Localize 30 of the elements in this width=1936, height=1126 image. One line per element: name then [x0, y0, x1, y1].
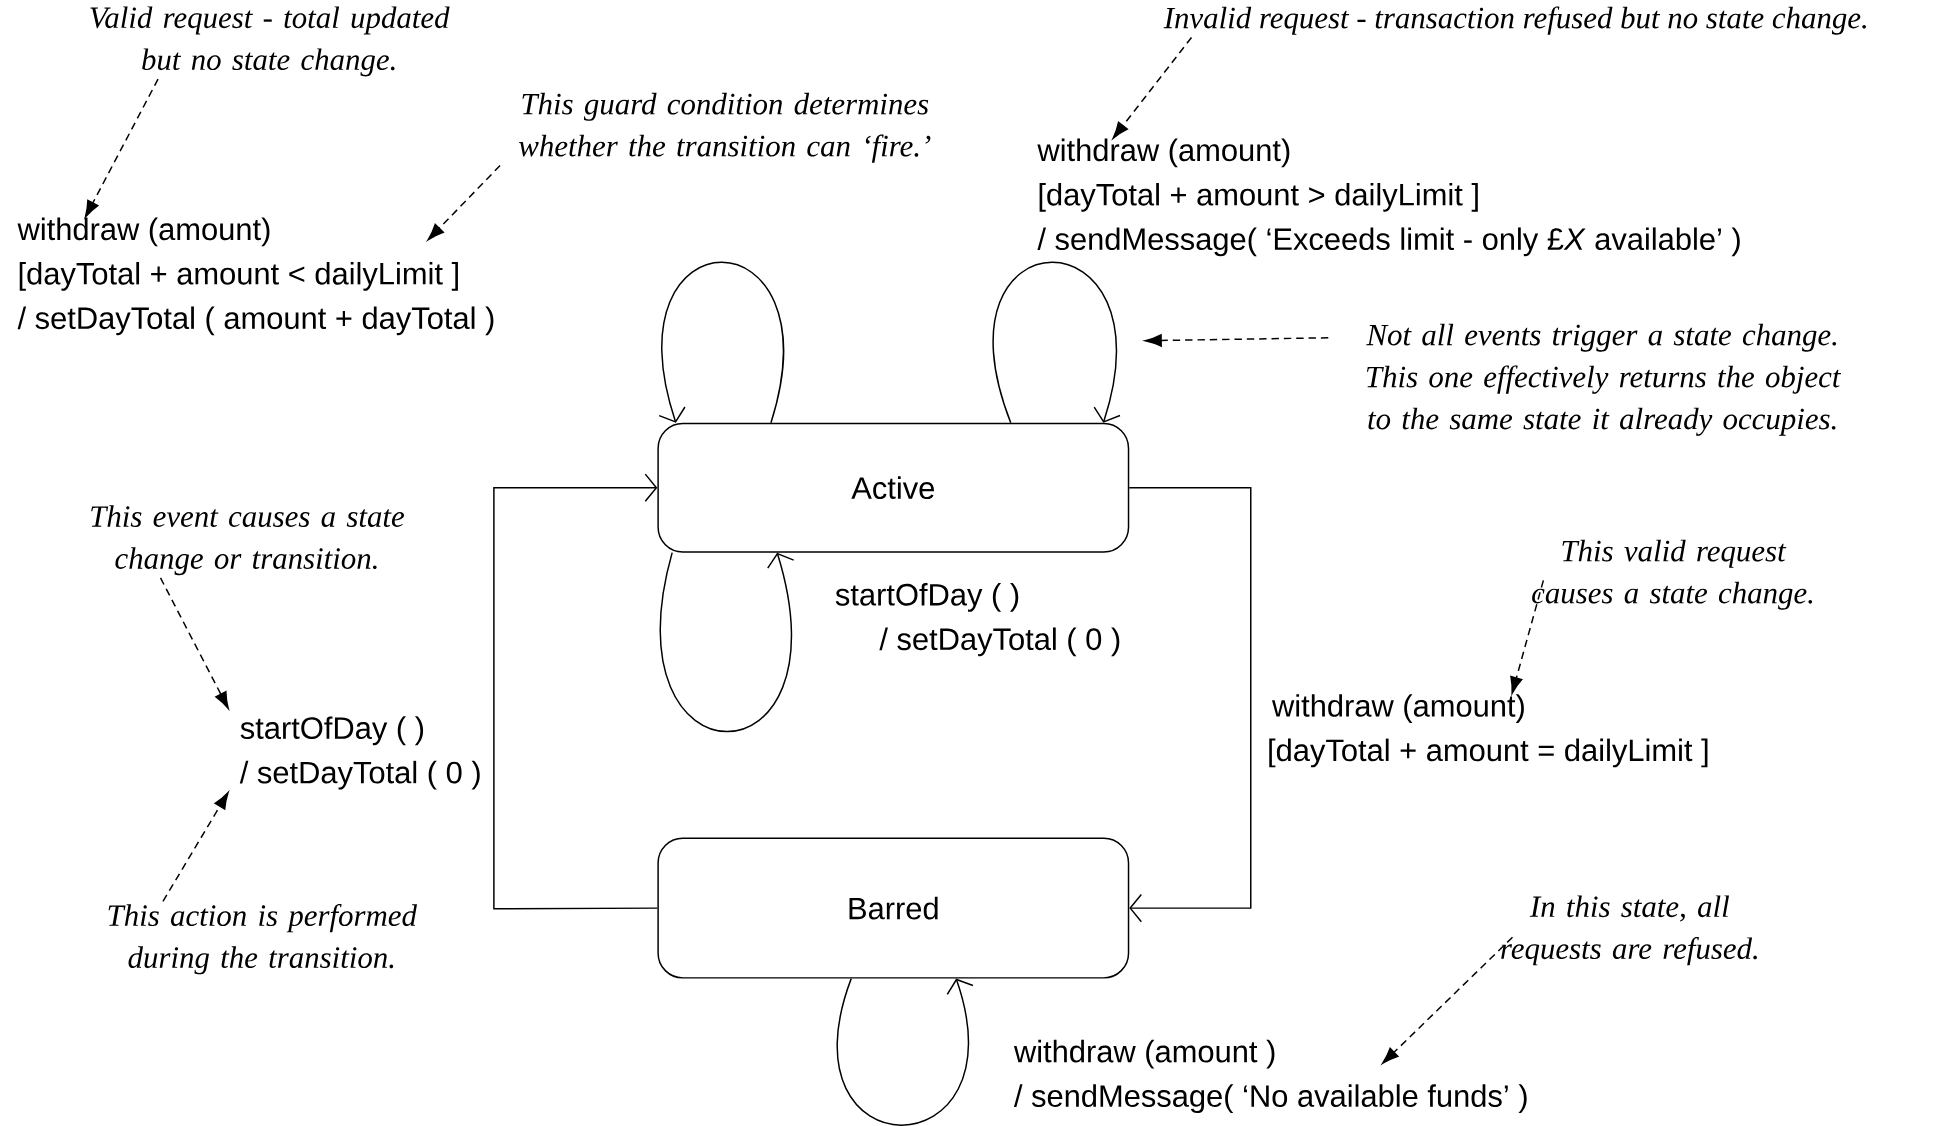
- note-text: Valid request - total updated but no state change.: [90, 6, 450, 77]
- transition-arrow: [1128, 486, 1252, 923]
- note-text: This valid request causes a state change.: [1532, 539, 1813, 610]
- leader-line: [427, 164, 501, 241]
- leader-line: [1112, 36, 1193, 139]
- leader-line: [84, 78, 159, 218]
- transition-label: startOfDay ( ) / setDayTotal ( 0 ): [835, 583, 1120, 657]
- state-box: Active: [657, 422, 1130, 553]
- self-loop-arrow: [658, 261, 784, 424]
- self-loop-arrow: [992, 261, 1121, 424]
- transition-label: withdraw (amount) [dayTotal + amount < dailyLimit ] / setDayTotal ( amount + dayTotal ): [17, 217, 494, 336]
- note-text: Invalid request - transaction refused but no state change.: [1163, 6, 1866, 35]
- transition-label: withdraw (amount) [dayTotal + amount = dailyLimit ]: [1269, 694, 1708, 768]
- transition-arrow: [493, 473, 659, 910]
- note-text: This action is performed during the transition.: [108, 904, 417, 975]
- leader-line: [162, 791, 229, 903]
- leader-line: [159, 577, 229, 709]
- transition-label: withdraw (amount ) / sendMessage( ‘No available funds’ ): [1013, 1039, 1527, 1114]
- leader-line: [1382, 936, 1514, 1064]
- note-text: In this state, all requests are refused.: [1501, 895, 1757, 966]
- note-text: This guard condition determines whether the transition can ‘fire.’: [519, 92, 931, 163]
- leader-line: [1510, 579, 1545, 694]
- self-loop-arrow: [660, 551, 795, 733]
- self-loop-arrow: [837, 977, 974, 1126]
- leader-line: [1144, 334, 1330, 347]
- note-text: This event causes a state change or transition.: [91, 505, 404, 576]
- state-box: Barred: [657, 837, 1130, 979]
- note-text: Not all events trigger a state change. This one effectively returns the object to the same state it already occupies.: [1366, 323, 1842, 436]
- transition-label: withdraw (amount) [dayTotal + amount > dailyLimit ] / sendMessage( ‘Exceeds limit - only £X available’ ): [1037, 138, 1740, 257]
- transition-label: startOfDay ( ) / setDayTotal ( 0 ): [239, 716, 480, 790]
